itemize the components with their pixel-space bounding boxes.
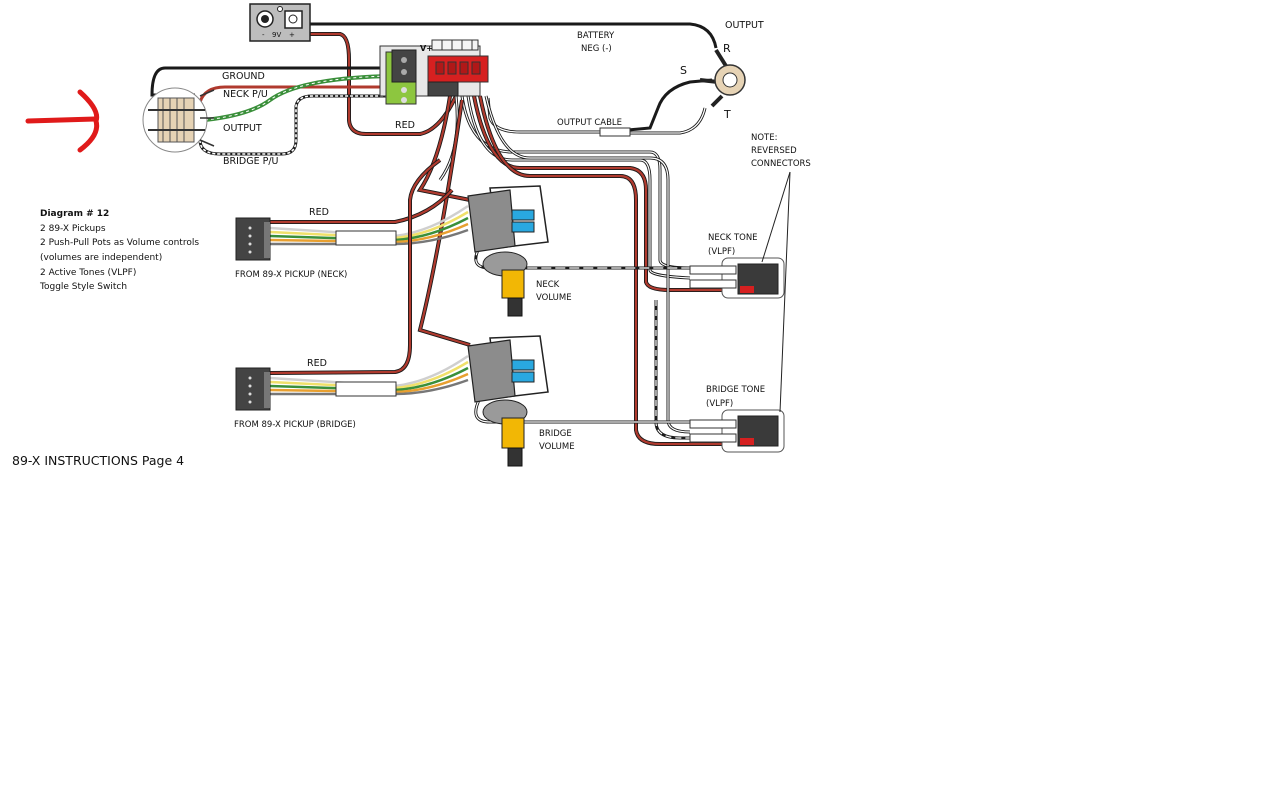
bridge-pickup-connector [235,367,271,411]
jack-s-label: S [680,64,687,77]
neck-tone-module [689,257,785,299]
bridge-tone-label-2: (VLPF) [706,399,733,409]
battery-label-1: BATTERY [577,31,615,41]
red-bridge-label: RED [307,358,327,369]
switch-output-label: OUTPUT [223,123,262,134]
vplus-label: V+ [420,44,433,53]
note-label-3: CONNECTORS [751,159,811,169]
wires [150,22,735,446]
ground-label: GROUND [222,71,265,82]
diagram-line-3: (volumes are independent) [40,253,162,263]
bridge-heatshrink [335,381,397,397]
neck-tone-label-2: (VLPF) [708,247,735,257]
diagram-line-1: 2 89-X Pickups [40,224,106,234]
note-label-2: REVERSED [751,146,797,156]
neck-volume-label-2: VOLUME [536,293,572,303]
bridge-volume-pot [467,335,549,467]
bridge-volume-label-2: VOLUME [539,442,575,452]
battery-pos-label: + [289,31,295,39]
red-main-label: RED [395,120,415,131]
red-arrow-icon [25,89,100,153]
bridge-pu-label: BRIDGE P/U [223,156,279,167]
output-cable-plug [599,127,631,137]
battery-label-2: NEG (-) [581,44,612,54]
diagram-title: Diagram # 12 [40,209,109,219]
bridge-tone-module [689,409,785,453]
preamp-module: V+ [379,39,489,105]
note-leaders [761,171,791,413]
from-bridge-label: FROM 89-X PICKUP (BRIDGE) [234,420,356,430]
jack-r-label: R [723,42,731,55]
output-cable-label: OUTPUT CABLE [557,118,622,128]
red-neck-label: RED [309,207,329,218]
output-jack: S R T [680,42,746,121]
toggle-switch [142,87,215,153]
diagram-line-2: 2 Push-Pull Pots as Volume controls [40,238,199,248]
neck-volume-pot [467,185,549,317]
neck-tone-label-1: NECK TONE [708,233,758,243]
diagram-line-4: 2 Active Tones (VLPF) [40,268,136,278]
from-neck-label: FROM 89-X PICKUP (NECK) [235,270,347,280]
note-label-1: NOTE: [751,133,777,143]
battery: - 9V + [249,3,311,42]
neck-volume-label-1: NECK [536,280,560,290]
neck-pu-label: NECK P/U [223,89,268,100]
bridge-tone-label-1: BRIDGE TONE [706,385,765,395]
battery-neg-label: - [262,31,265,39]
neck-heatshrink [335,230,397,246]
bridge-volume-label-1: BRIDGE [539,429,572,439]
output-jack-label: OUTPUT [725,20,764,31]
neck-pickup-connector [235,217,271,261]
diagram-info: Diagram # 12 2 89-X Pickups 2 Push-Pull … [39,209,199,292]
battery-9v-label: 9V [272,31,281,39]
jack-t-label: T [723,108,731,121]
page-title: 89-X INSTRUCTIONS Page 4 [12,453,184,468]
diagram-line-5: Toggle Style Switch [39,282,127,292]
